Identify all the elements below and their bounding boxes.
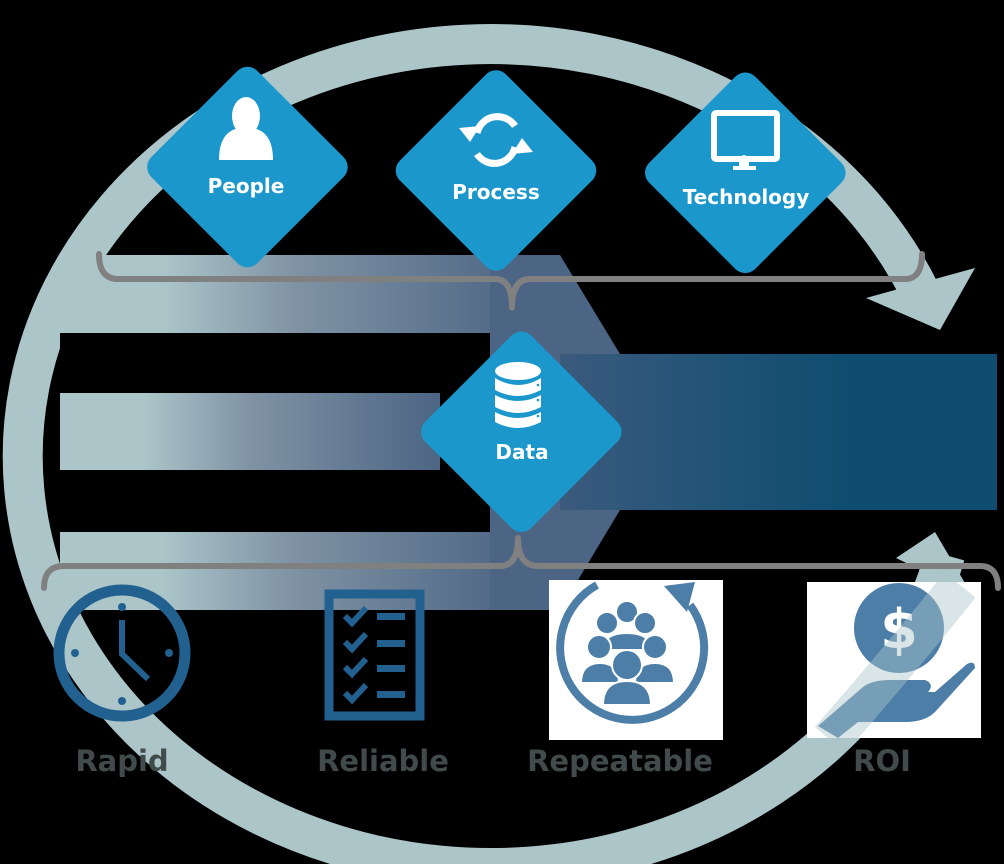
band-middle — [60, 393, 440, 470]
bracket-bottom — [41, 535, 1001, 591]
diamond-label-technology: Technology — [683, 185, 810, 209]
band-top — [60, 255, 530, 333]
diamond-label-people: People — [208, 174, 285, 198]
brackets — [41, 251, 1001, 591]
monitor-icon — [711, 110, 780, 170]
outcome-label-rapid: Rapid — [75, 744, 168, 778]
outcome-label-roi: ROI — [853, 744, 911, 778]
team-cycle-icon — [549, 580, 723, 740]
diamond-label-data: Data — [495, 440, 548, 464]
svg-text:$: $ — [880, 598, 918, 661]
diamond-process[interactable]: Process — [390, 64, 602, 276]
band-output — [560, 354, 997, 510]
person-icon — [219, 97, 273, 160]
outcome-label-reliable: Reliable — [317, 744, 449, 778]
diamond-technology[interactable]: Technology — [639, 67, 851, 279]
outcome-label-repeatable: Repeatable — [527, 744, 713, 778]
bracket-top — [96, 251, 925, 311]
refresh-cycle-icon — [473, 113, 519, 167]
band-bottom — [60, 532, 520, 610]
checklist-icon — [324, 589, 425, 721]
clock-icon — [53, 584, 191, 722]
diamond-people[interactable]: People — [141, 61, 353, 273]
diamond-label-process: Process — [452, 180, 540, 204]
ring-arrowhead-top — [866, 268, 975, 330]
diamond-data[interactable]: Data — [415, 326, 627, 538]
database-icon — [495, 362, 541, 428]
dollar-hand-icon: $ — [807, 572, 981, 754]
